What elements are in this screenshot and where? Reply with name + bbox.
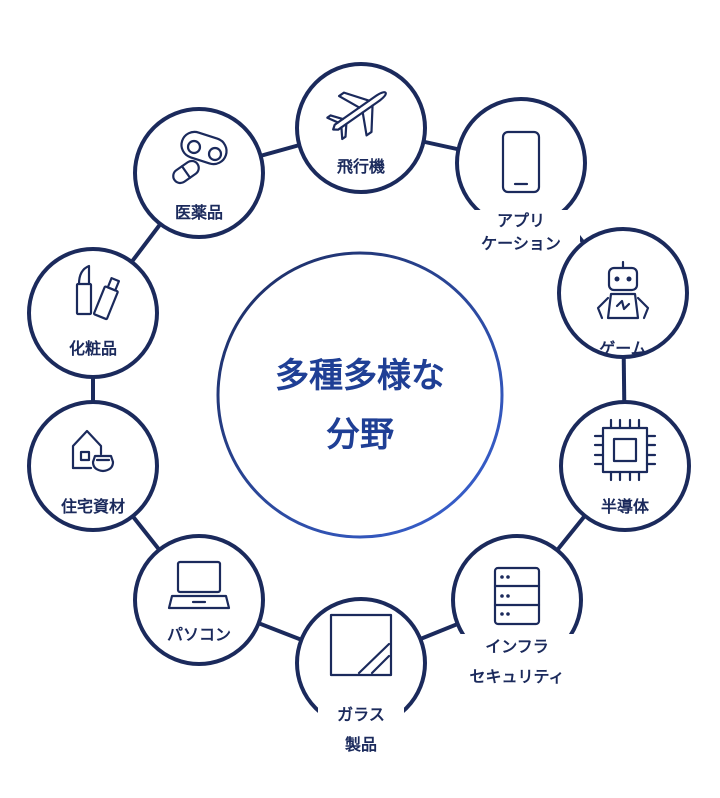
chip-icon (593, 418, 657, 482)
node-label: 住宅資材 (61, 497, 125, 516)
node-label: 化粧品 (69, 339, 117, 358)
node-game: ゲーム (557, 227, 689, 359)
node-cosmetics: 化粧品 (27, 247, 159, 379)
node-label-line2: ケーション (481, 234, 561, 253)
pills-icon (172, 130, 228, 185)
node-semiconductor: 半導体 (559, 400, 691, 532)
node-glass: ガラス 製品 (295, 597, 427, 760)
node-application: アプリ ケーション (455, 97, 587, 258)
smartphone-icon (501, 130, 541, 194)
center-title-line1: 多種多様な (275, 356, 445, 396)
cosmetics-icon (75, 264, 121, 321)
node-pharma: 医薬品 (133, 107, 265, 239)
laptop-icon (167, 560, 231, 610)
node-label-line1: アプリ (497, 211, 545, 230)
robot-icon (596, 260, 650, 320)
server-icon (493, 566, 541, 626)
center-title-line2: 分野 (326, 415, 394, 455)
node-aircraft: 飛行機 (295, 62, 427, 194)
node-label: 飛行機 (336, 157, 385, 176)
house-icon (71, 429, 115, 473)
node-label-line2: セキュリティ (469, 667, 564, 686)
node-label-line1: インフラ (485, 637, 549, 656)
node-label: 半導体 (601, 497, 650, 516)
center-hub: 多種多様な 分野 (216, 251, 504, 539)
node-label: 医薬品 (175, 203, 223, 222)
node-housing: 住宅資材 (27, 400, 159, 532)
node-infrastructure: インフラ セキュリティ (450, 534, 584, 692)
node-label: パソコン (167, 625, 231, 644)
node-label: ゲーム (599, 339, 647, 358)
node-label-line2: 製品 (344, 735, 377, 754)
node-label-line1: ガラス (337, 705, 385, 724)
node-pc: パソコン (133, 534, 265, 666)
glass-pane-icon (329, 613, 393, 677)
airplane-icon (326, 91, 387, 141)
center-circle (216, 251, 504, 539)
